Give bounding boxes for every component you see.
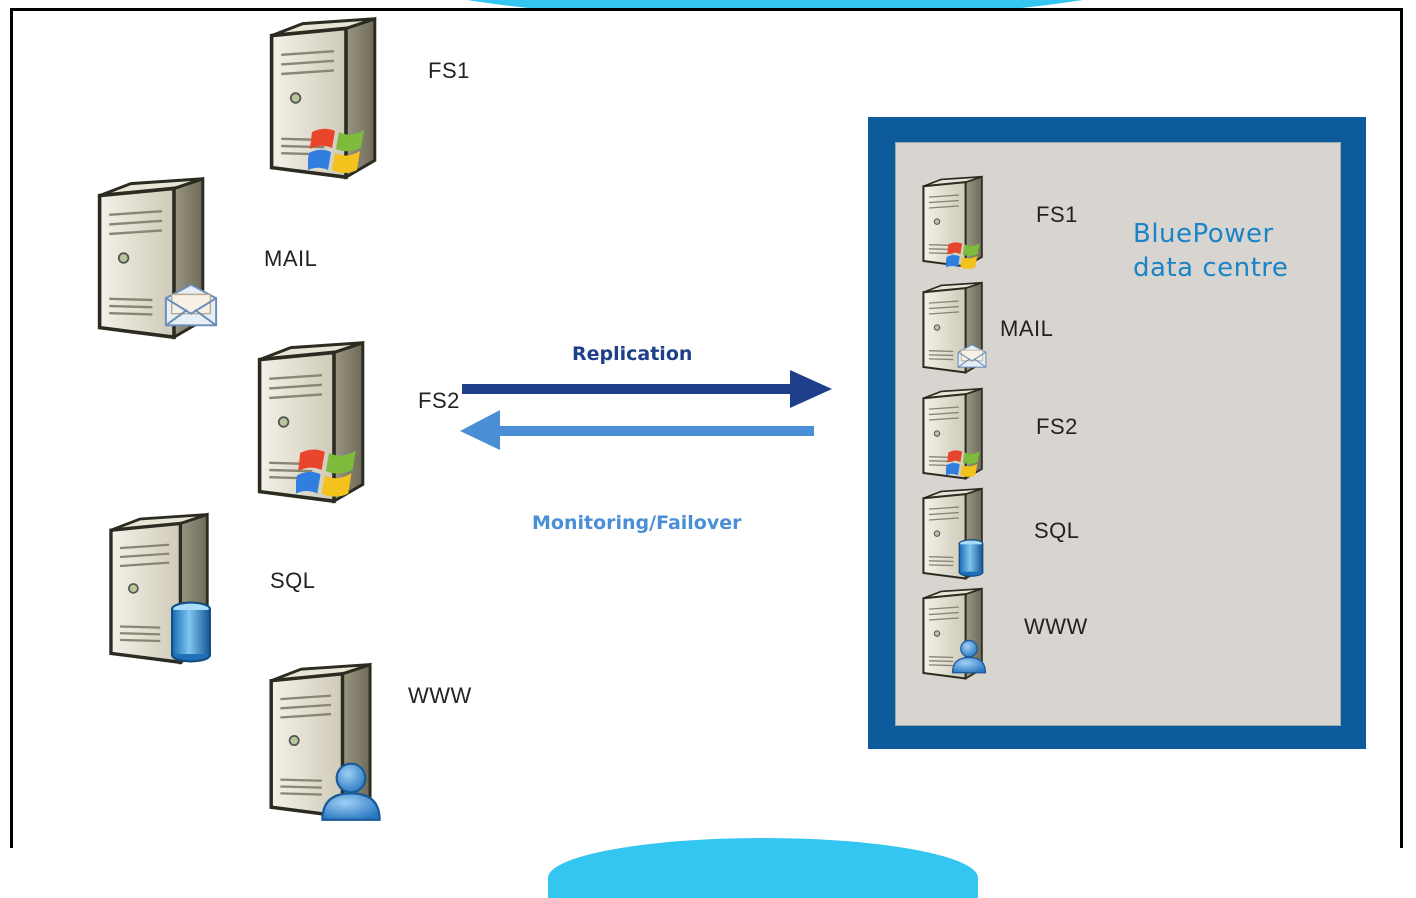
dc-server-label-mail: MAIL: [1000, 316, 1054, 341]
server-label-mail: MAIL: [264, 246, 318, 271]
replication-label: Replication: [572, 343, 693, 365]
server-icon: [102, 510, 227, 670]
dc-server-label-fs2: FS2: [1036, 414, 1078, 439]
server-icon: [90, 174, 218, 344]
dc-server-label-www: WWW: [1024, 614, 1088, 639]
server-label-fs1: FS1: [428, 58, 470, 83]
monitoring-failover-label: Monitoring/Failover: [532, 512, 742, 534]
data-centre-title-line1: BluePower: [1133, 219, 1274, 249]
server-label-fs2: FS2: [418, 388, 460, 413]
server-icon: [262, 14, 382, 184]
data-centre-title: BluePower data centre: [1133, 217, 1288, 285]
server-icon: [262, 660, 387, 830]
server-icon: [250, 338, 375, 508]
dc-server-icon: [918, 386, 988, 486]
dc-server-icon: [918, 586, 988, 686]
server-label-sql: SQL: [270, 568, 316, 593]
monitoring-failover-arrow: [460, 410, 814, 450]
dc-server-label-sql: SQL: [1034, 518, 1080, 543]
data-centre-title-line2: data centre: [1133, 253, 1289, 283]
replication-arrow: [462, 370, 832, 408]
dc-server-icon: [918, 486, 988, 586]
dc-server-icon: [918, 280, 988, 380]
server-label-www: WWW: [408, 683, 472, 708]
dc-server-label-fs1: FS1: [1036, 202, 1078, 227]
dc-server-icon: [918, 174, 988, 274]
